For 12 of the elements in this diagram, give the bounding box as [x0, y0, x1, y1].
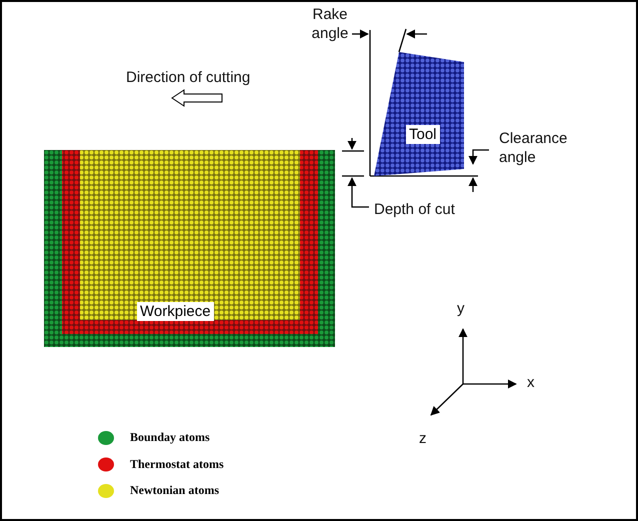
angle-label: Clearance angle [499, 130, 568, 168]
axis-label: y [457, 300, 466, 319]
dimension-label: Depth of cut [374, 201, 456, 220]
axis-label: z [419, 430, 428, 449]
tool-label: Tool [406, 125, 440, 144]
legend-text: Bounday atoms [130, 430, 210, 445]
legend-text: Thermostat atoms [130, 456, 224, 472]
angle-label: Rake angle [310, 6, 350, 44]
legend-text: Newtonian atoms [130, 483, 219, 498]
axis-label: x [527, 374, 536, 393]
direction-label: Direction of cutting [126, 69, 252, 88]
workpiece-label: Workpiece [137, 302, 214, 321]
